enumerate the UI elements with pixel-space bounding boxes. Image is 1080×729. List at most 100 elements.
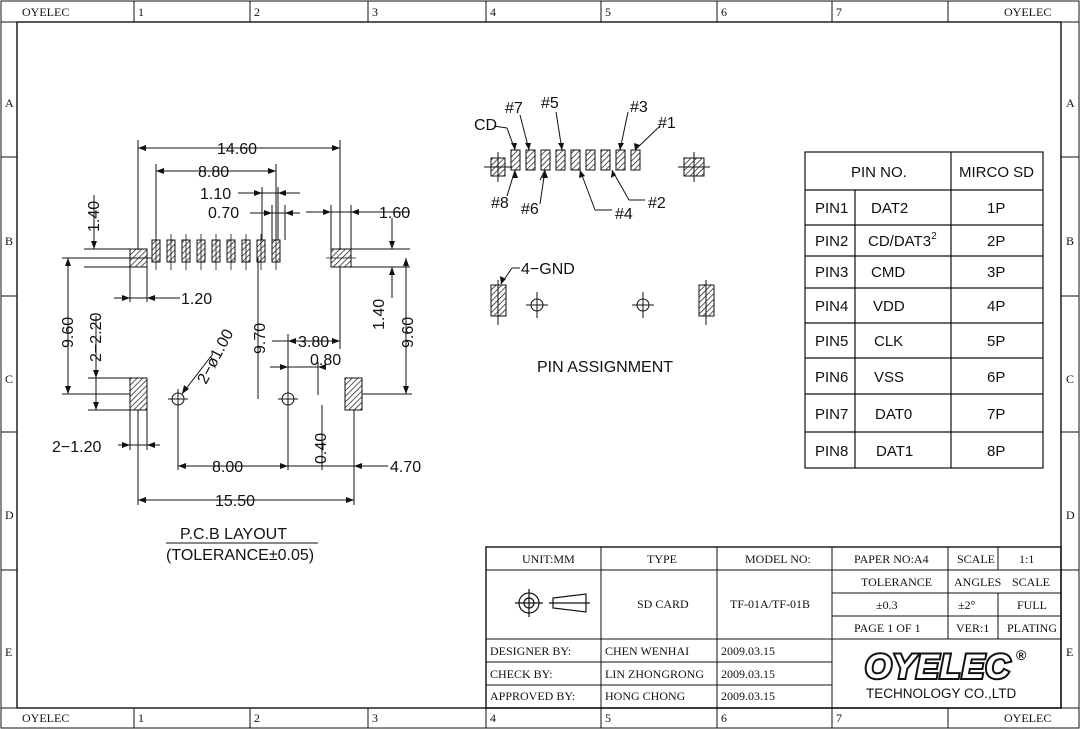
col-label: 3 [372,5,378,19]
model-label: MODEL NO: [745,552,811,566]
pin-label: #8 [491,195,509,212]
dimension-arrows [65,145,409,503]
table-signal: DAT2 [871,200,908,217]
dim-label: 14.60 [217,141,257,158]
col-label: 5 [605,711,611,725]
table-sd: 4P [987,298,1005,315]
table-signal: DAT1 [876,443,913,460]
table-header: PIN NO. [851,164,907,181]
col-label: 3 [372,711,378,725]
registered-mark: ® [1016,647,1027,663]
row-label: B [1066,234,1074,248]
col-label: 1 [138,5,144,19]
signal-pad [555,149,566,171]
angles-value: ±2° [958,598,976,612]
row-label: A [5,96,14,110]
page-label: PAGE 1 OF 1 [854,621,921,635]
frame-labels: OYELEC OYELEC OYELEC OYELEC 1 2 3 4 5 6 … [5,5,1075,725]
table-pin: PIN6 [815,369,848,386]
table-header: MIRCO SD [959,164,1034,181]
dim-label: 0.40 [313,433,330,464]
table-signal: DAT0 [875,406,912,423]
pin-label-cd: CD [474,117,497,134]
full-label: FULL [1017,598,1047,612]
approver-name: HONG CHONG [605,689,686,703]
logo-text: OYELEC [865,648,1011,686]
title-block: UNIT:MM TYPE MODEL NO: PAPER NO:A4 SCALE… [485,546,1062,709]
signal-pad [615,149,626,171]
table-sd: 3P [987,264,1005,281]
dim-label: 9.70 [252,323,269,354]
dim-label: 1.40 [371,299,388,330]
row-label: D [1066,508,1075,522]
dim-label: 9.60 [400,317,417,348]
ground-pad [344,377,363,411]
table-signal: VSS [874,369,904,386]
check-date: 2009.03.15 [721,667,775,681]
dim-label: 2−2.20 [88,313,105,362]
signal-pad [600,149,611,171]
ver-label: VER:1 [956,621,989,635]
table-sd: 7P [987,406,1005,423]
scale-value: 1:1 [1019,552,1034,566]
tolerance-label: TOLERANCE [861,575,932,589]
pin-pads [490,149,715,317]
dim-label: 8.80 [198,164,229,181]
col-label: 1 [138,711,144,725]
pcb-dimension-lines [62,140,412,544]
row-label: E [5,645,12,659]
designer-date: 2009.03.15 [721,644,775,658]
gnd-label: 4−GND [521,261,575,278]
scale-label-2: SCALE [1012,575,1050,589]
table-signal: CD/DAT32 [868,231,937,250]
dim-label: 1.20 [181,291,212,308]
table-pin: PIN4 [815,298,848,315]
corner-label-bl: OYELEC [22,711,69,725]
unit-label: UNIT:MM [522,552,575,566]
designer-label: DESIGNER BY: [490,644,571,658]
pin-label: #2 [648,195,666,212]
table-sd: 5P [987,333,1005,350]
type-label: TYPE [647,552,677,566]
col-label: 2 [254,5,260,19]
table-pin: PIN7 [815,406,848,423]
table-pin: PIN8 [815,443,848,460]
dim-label: 15.50 [215,493,255,510]
col-label: 5 [605,5,611,19]
type-value: SD CARD [637,597,689,611]
pcb-layout: 14.60 8.80 1.10 0.70 1.60 1.20 2−1.20 8.… [52,140,421,564]
row-label: B [5,234,13,248]
table-pin: PIN5 [815,333,848,350]
pin-assignment-title: PIN ASSIGNMENT [537,359,673,376]
dim-label: 2−1.20 [52,439,101,456]
pin-label: #7 [505,100,523,117]
paper-label: PAPER NO:A4 [854,552,929,566]
col-label: 2 [254,711,260,725]
projection-symbol-icon [515,589,590,617]
corner-label-tl: OYELEC [22,5,69,19]
approved-date: 2009.03.15 [721,689,775,703]
row-label: C [1066,372,1074,386]
col-label: 4 [490,5,496,19]
dim-label: 1.40 [86,201,103,232]
row-label: C [5,372,13,386]
pin-table: PIN NO. MIRCO SD PIN1 DAT2 1P PIN2 CD/DA… [804,151,1044,469]
dim-label: 3.80 [298,334,329,351]
tolerance-value: ±0.3 [876,598,898,612]
signal-pad [570,149,581,171]
table-sd: 2P [987,233,1005,250]
row-label: D [5,508,14,522]
dim-label: 4.70 [390,459,421,476]
dim-label: 9.60 [60,317,77,348]
pcb-tolerance: (TOLERANCE±0.05) [166,547,314,564]
plating-label: PLATING [1007,621,1057,635]
row-label: E [1066,645,1073,659]
corner-label-br: OYELEC [1004,711,1051,725]
dim-label: 8.00 [212,459,243,476]
approved-label: APPROVED BY: [490,689,575,703]
col-label: 7 [836,711,842,725]
table-pin: PIN2 [815,233,848,250]
table-sd: 8P [987,443,1005,460]
col-label: 6 [721,5,727,19]
